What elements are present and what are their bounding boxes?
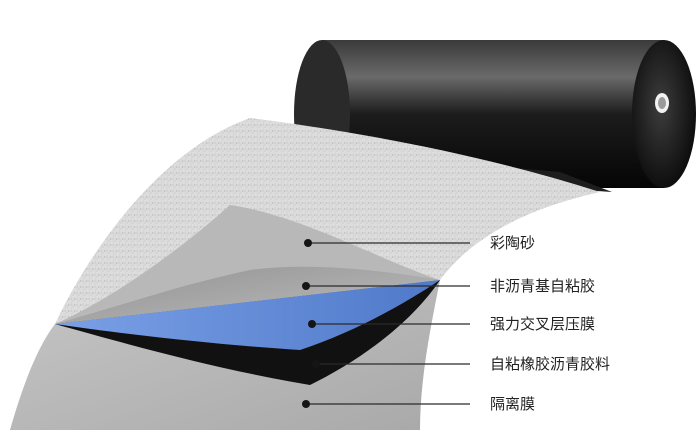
peeled-sand-flap (55, 205, 440, 324)
label-non-asphalt-adhesive: 非沥青基自粘胶 (490, 277, 595, 295)
label-rubber-asphalt-adhesive: 自粘橡胶沥青胶料 (490, 355, 610, 373)
leader-dot-5 (302, 400, 310, 408)
leader-dot-4 (312, 360, 320, 368)
leader-dot-2 (302, 282, 310, 290)
leader-dot-1 (304, 239, 312, 247)
adhesive-layer (55, 258, 440, 324)
label-release-film: 隔离膜 (490, 395, 535, 413)
layer-labels: 彩陶砂 非沥青基自粘胶 强力交叉层压膜 自粘橡胶沥青胶料 隔离膜 (490, 234, 610, 413)
leader-dot-3 (308, 320, 316, 328)
laminated-film-layer (55, 280, 440, 350)
label-cross-laminated-film: 强力交叉层压膜 (490, 315, 595, 333)
label-colored-sand: 彩陶砂 (490, 234, 535, 252)
leader-lines (302, 239, 470, 408)
